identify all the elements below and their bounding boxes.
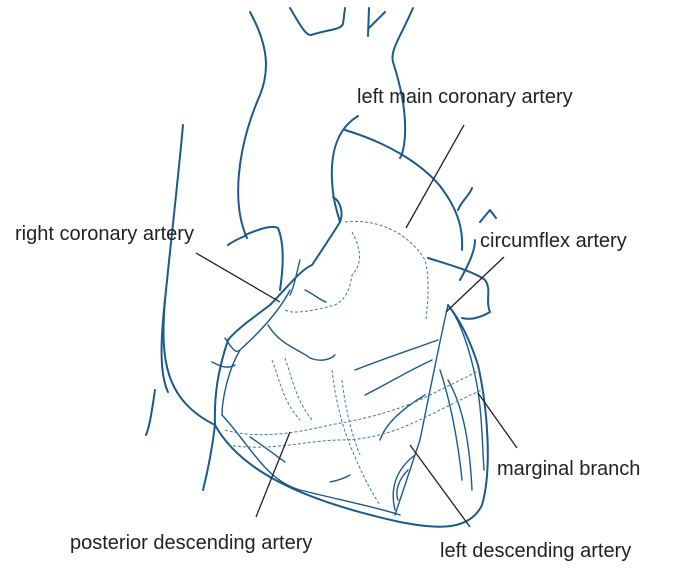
heart-outline xyxy=(145,7,497,528)
leader-lines xyxy=(195,124,518,528)
label-circumflex-artery: circumflex artery xyxy=(480,230,627,252)
coronary-vessels xyxy=(211,259,485,516)
leader-left-main xyxy=(405,124,465,229)
leader-marginal xyxy=(477,392,518,449)
leader-right-coronary xyxy=(195,252,281,303)
posterior-dashed-vessels xyxy=(224,220,483,506)
leader-circumflex xyxy=(445,256,505,313)
leader-left-descending xyxy=(409,444,471,528)
label-posterior-descending-artery: posterior descending artery xyxy=(70,532,313,554)
leader-posterior-descending xyxy=(255,431,291,518)
label-right-coronary-artery: right coronary artery xyxy=(15,223,194,245)
label-marginal-branch: marginal branch xyxy=(497,458,641,480)
label-left-descending-artery: left descending artery xyxy=(440,540,632,562)
label-left-main-coronary-artery: left main coronary artery xyxy=(357,86,573,108)
